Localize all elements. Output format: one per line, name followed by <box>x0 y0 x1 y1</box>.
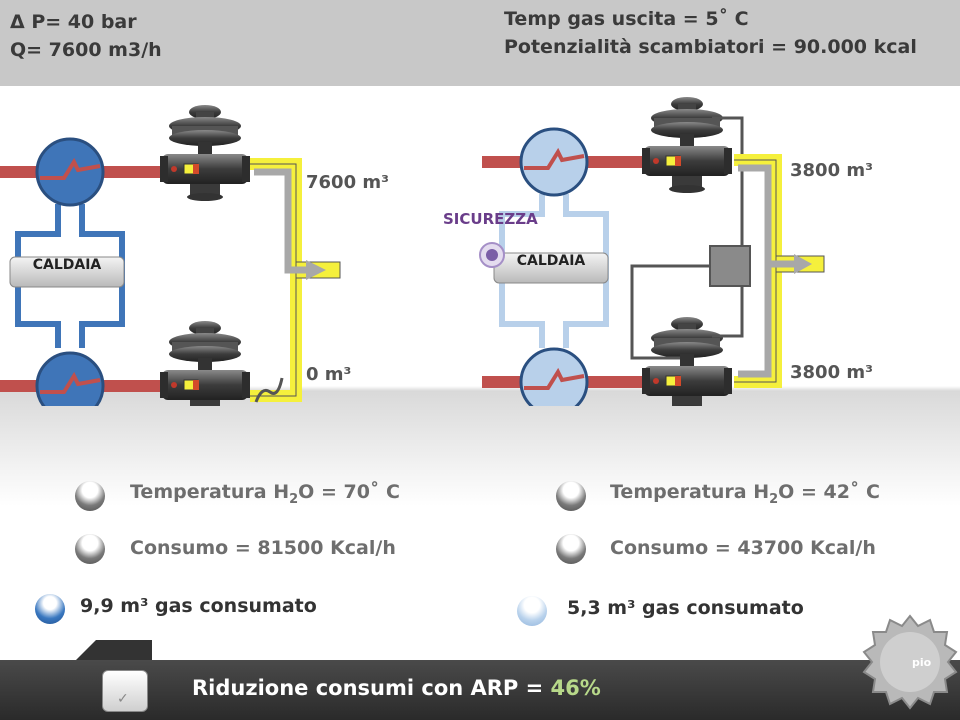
left-caldaia-box <box>9 256 125 288</box>
gas-temperature-label: Temp gas uscita = 5˚ C <box>504 8 749 30</box>
left-temp-prefix: Temperatura H <box>130 481 290 503</box>
left-consumo-bullet-icon <box>75 534 105 564</box>
right-heat-exchanger-bottom <box>519 347 589 406</box>
flow-rate-label: Q= 7600 m3/h <box>10 39 162 61</box>
right-temp-subscript: 2 <box>769 491 779 507</box>
left-system <box>0 104 341 406</box>
check-icon: ✓ <box>117 691 129 707</box>
left-consumption: Consumo = 81500 Kcal/h <box>130 537 396 559</box>
savings-result: Riduzione consumi con ARP = 46% <box>192 676 601 700</box>
left-heat-exchanger-top <box>35 137 105 207</box>
right-consumption: Consumo = 43700 Kcal/h <box>610 537 876 559</box>
right-control-lines <box>630 116 744 360</box>
left-flow-bottom-label: 0 m³ <box>306 364 352 385</box>
right-flow-top-label: 3800 m³ <box>790 160 874 181</box>
left-gas-consumed: 9,9 m³ gas consumato <box>80 595 317 617</box>
right-caldaia-label: CALDAIA <box>516 253 586 269</box>
left-flow-top-label: 7600 m³ <box>306 172 390 193</box>
left-heat-exchanger-bottom <box>35 351 105 406</box>
right-temp-suffix: O = 42˚ C <box>778 481 880 503</box>
left-caldaia-label: CALDAIA <box>32 257 102 273</box>
footer-bar <box>0 660 960 720</box>
savings-result-text: Riduzione consumi con ARP = <box>192 676 551 700</box>
right-flow-arrow-top <box>738 164 794 268</box>
delta-p-label: Δ P= 40 bar <box>10 11 137 33</box>
right-regulator-bottom <box>642 316 732 406</box>
right-water-temperature: Temperatura H2O = 42˚ C <box>610 481 880 507</box>
right-flow-arrowhead <box>794 254 812 274</box>
right-system <box>479 96 825 406</box>
right-heat-exchanger-top <box>519 127 589 197</box>
seal-badge-label: pio <box>912 656 932 669</box>
exchanger-capacity-label: Potenzialità scambiatori = 90.000 kcal <box>504 36 917 58</box>
left-temp-bullet-icon <box>75 481 105 511</box>
header-bar <box>0 0 960 86</box>
left-flow-arrowhead <box>306 260 326 280</box>
right-regulator-top <box>642 96 732 194</box>
right-flow-arrow-bottom <box>738 264 772 378</box>
right-temp-prefix: Temperatura H <box>610 481 770 503</box>
left-water-temperature: Temperatura H2O = 70˚ C <box>130 481 400 507</box>
left-outlet-manifold <box>250 158 341 402</box>
right-controller-box <box>709 245 751 287</box>
left-regulator-top <box>160 104 250 202</box>
footer-tab-body <box>96 640 152 660</box>
left-temp-subscript: 2 <box>289 491 299 507</box>
sicurezza-indicator <box>479 242 505 268</box>
left-flow-squiggle <box>254 377 284 403</box>
right-gas-bullet-icon <box>517 596 547 626</box>
right-caldaia-box <box>493 252 609 284</box>
seal-badge-icon[interactable] <box>860 612 960 712</box>
right-temp-bullet-icon <box>556 481 586 511</box>
left-gas-bullet-icon <box>35 594 65 624</box>
savings-percentage: 46% <box>550 676 601 700</box>
plant-diagram <box>0 96 825 406</box>
left-flow-arrow <box>254 168 306 274</box>
right-consumo-bullet-icon <box>556 534 586 564</box>
check-toggle-button[interactable]: ✓ <box>102 670 148 712</box>
left-regulator-bottom <box>160 320 250 406</box>
right-flow-bottom-label: 3800 m³ <box>790 362 874 383</box>
right-gas-consumed: 5,3 m³ gas consumato <box>567 597 804 619</box>
left-temp-suffix: O = 70˚ C <box>298 481 400 503</box>
sicurezza-label: SICUREZZA <box>443 210 538 228</box>
